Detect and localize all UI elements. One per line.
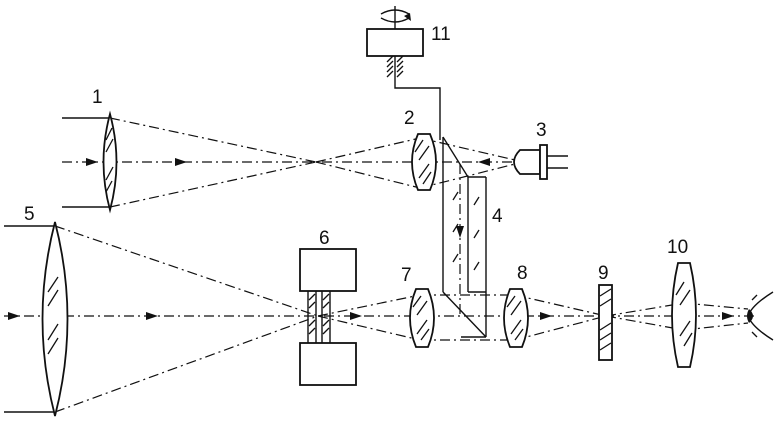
label-8: 8 xyxy=(517,263,528,284)
label-7: 7 xyxy=(401,265,412,286)
lower-ray-bundle xyxy=(4,225,749,413)
prism-4 xyxy=(442,136,487,338)
lens-8 xyxy=(503,288,529,348)
label-6: 6 xyxy=(319,228,330,249)
label-5: 5 xyxy=(24,204,35,225)
label-10: 10 xyxy=(667,237,688,258)
unit-6 xyxy=(299,248,357,386)
light-source-3 xyxy=(513,144,568,180)
lower-optical-axis xyxy=(4,312,758,320)
label-4: 4 xyxy=(492,206,503,227)
label-1: 1 xyxy=(92,87,103,108)
eye-icon xyxy=(747,291,774,341)
lens-10 xyxy=(671,262,697,368)
plate-9 xyxy=(598,284,613,361)
lens-5 xyxy=(41,221,69,417)
lens-1 xyxy=(102,110,118,214)
upper-optical-axis xyxy=(62,158,520,166)
lens-2 xyxy=(411,133,437,191)
label-9: 9 xyxy=(598,263,609,284)
label-11: 11 xyxy=(431,24,451,45)
label-2: 2 xyxy=(404,108,415,129)
lens-7 xyxy=(409,288,435,348)
rotating-unit-11 xyxy=(366,6,441,140)
label-3: 3 xyxy=(536,120,547,141)
